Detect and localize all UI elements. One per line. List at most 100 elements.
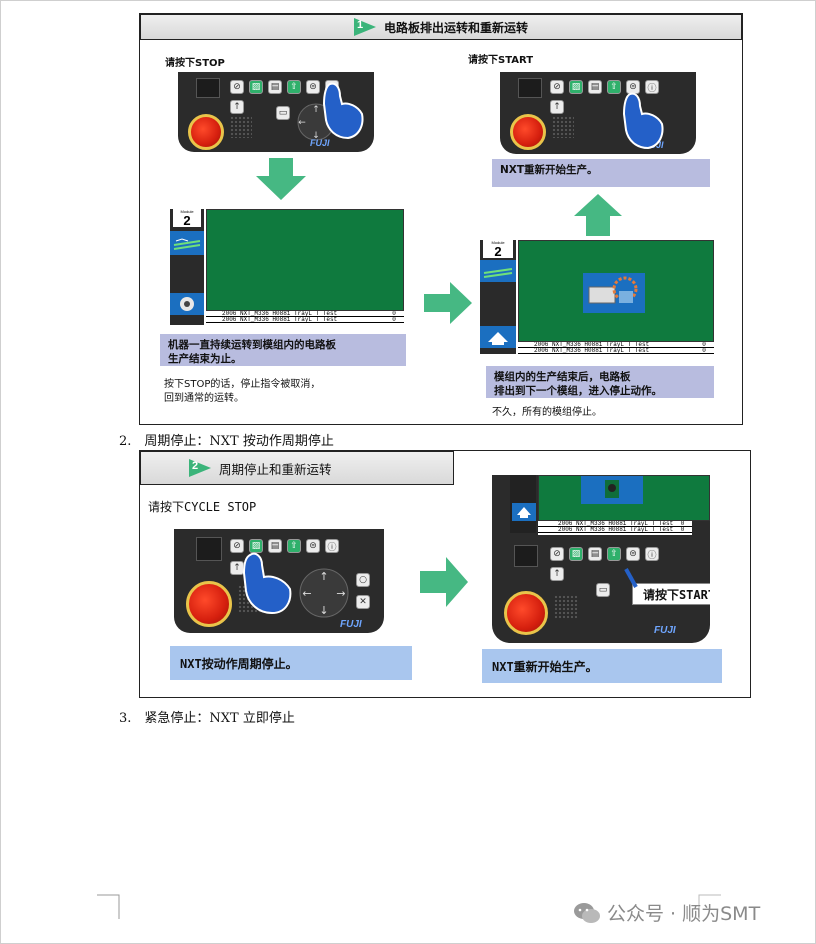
panel-display (514, 545, 538, 567)
pointing-hand-icon (622, 92, 664, 150)
watermark: 公众号 · 顺为SMT (573, 899, 760, 926)
circle-button[interactable]: ○ (356, 573, 370, 587)
section-3-heading: 3. 紧急停止：NXT 立即停止 (119, 711, 295, 726)
board-exit-tile (512, 503, 536, 521)
dpad-icon[interactable]: ↑ ↓ ← → (298, 567, 350, 619)
start-button[interactable]: ⇧ (287, 539, 301, 553)
emergency-stop-button[interactable] (188, 114, 224, 150)
status-tile (581, 476, 643, 504)
board-exit-tile (480, 326, 516, 348)
stop-button[interactable]: ⊜ (306, 80, 320, 94)
right-note-box: 模组内的生产结束后，电路板 排出到下一个模组，进入停止动作。 (486, 366, 714, 398)
figure-2-cycle-stop: 2 周期停止和重新运转 请按下CYCLE STOP ⊘ ▨ ▤ ⇧ ⊜ ⓘ ↑ … (139, 450, 751, 698)
wechat-icon (574, 902, 600, 923)
emergency-stop-button[interactable] (504, 591, 548, 635)
monitor-screen-left (206, 209, 404, 311)
up-arrow-button[interactable]: ↑ (550, 100, 564, 114)
pointing-hand-icon (322, 82, 364, 140)
start-button[interactable]: ⇧ (607, 80, 621, 94)
watermark-text: 公众号 · 顺为SMT (607, 903, 761, 925)
speaker-grille (552, 116, 574, 138)
emergency-stop-button[interactable] (510, 114, 546, 150)
section-2-heading: 2. 周期停止：NXT 按动作周期停止 (119, 434, 334, 449)
control-panel-left: ⊘ ▨ ▤ ⇧ ⊜ ⓘ ↑ ▭ ↑ ↓ ← → FUJI (178, 72, 374, 152)
svg-text:←: ← (302, 587, 311, 600)
stop-button[interactable]: ⊜ (626, 547, 640, 561)
cycle-stop-note-box: NXT按动作周期停止。 (170, 646, 412, 680)
monitor-screen-right (518, 240, 714, 342)
monitor-screen (538, 475, 710, 521)
device-button[interactable]: ⓘ (645, 80, 659, 94)
device-button[interactable]: ⓘ (645, 547, 659, 561)
fuji-logo: FUJI (310, 138, 330, 148)
svg-text:↓: ↓ (319, 604, 328, 617)
cycle-stop-button[interactable]: ⊘ (550, 547, 564, 561)
down-arrow-icon (256, 158, 306, 200)
panel-display (196, 78, 220, 98)
fuji-logo: FUJI (340, 619, 362, 630)
start-instruction: 请按下START (468, 55, 534, 66)
stop-explanation-1: 按下STOP的话，停止指令被取消， (164, 379, 321, 390)
speaker-grille (230, 116, 252, 138)
teach-button[interactable]: ▨ (569, 547, 583, 561)
start-callout: 请按下START (632, 583, 710, 605)
control-panel-cycle: ⊘ ▨ ▤ ⇧ ⊜ ⓘ ↑ ↑ ↓ ← → ○ ✕ FUJI (174, 529, 384, 633)
cresit-button[interactable]: ▤ (268, 80, 282, 94)
page-corner-mark (97, 894, 120, 919)
up-arrow-button[interactable]: ↑ (230, 100, 244, 114)
panel-display (196, 537, 222, 561)
emergency-stop-button[interactable] (186, 581, 232, 627)
up-arrow-button[interactable]: ↑ (550, 567, 564, 581)
figure-1-board-discharge: 1 电路板排出运转和重新运转 请按下STOP 请按下START ⊘ ▨ ▤ ⇧ … (139, 13, 743, 425)
panel-small-button[interactable]: ▭ (596, 583, 610, 597)
svg-text:↑: ↑ (312, 105, 320, 115)
pointing-hand-icon (242, 552, 292, 615)
cresit-button[interactable]: ▤ (588, 547, 602, 561)
step-2-badge: 2 (189, 459, 211, 477)
cresit-button[interactable]: ▤ (588, 80, 602, 94)
teach-button[interactable]: ▨ (249, 80, 263, 94)
fuji-logo: FUJI (654, 625, 676, 636)
teach-button[interactable]: ▨ (569, 80, 583, 94)
page-corner-mark (698, 894, 721, 919)
right-arrow-icon (420, 557, 468, 607)
cresit-button[interactable]: ▤ (268, 539, 282, 553)
figure-2-title: 周期停止和重新运转 (219, 461, 332, 477)
stop-button[interactable]: ⊜ (306, 539, 320, 553)
step-number: 2 (192, 460, 199, 472)
start-button[interactable]: ⇧ (287, 80, 301, 94)
cancel-button[interactable]: ✕ (356, 595, 370, 609)
panel-display (518, 78, 542, 98)
device-button[interactable]: ⓘ (325, 539, 339, 553)
cycle-stop-button[interactable]: ⊘ (230, 539, 244, 553)
step-1-badge: 1 (353, 18, 376, 36)
restart-note-box: NXT重新开始生产。 (492, 159, 710, 187)
svg-text:↓: ↓ (312, 131, 320, 141)
speaker-grille (554, 595, 578, 619)
conveyor-tile (170, 231, 204, 255)
panel-small-button[interactable]: ▭ (276, 106, 290, 120)
board-transfer-icon (588, 276, 638, 304)
right-footer: 不久，所有的模组停止。 (492, 407, 602, 418)
monitor-sidebar (510, 475, 536, 533)
svg-text:←: ← (298, 118, 306, 128)
cycle-stop-button[interactable]: ⊘ (230, 80, 244, 94)
svg-text:↑: ↑ (319, 570, 328, 583)
stop-status-tile (170, 293, 204, 315)
cycle-stop-button[interactable]: ⊘ (550, 80, 564, 94)
teach-button[interactable]: ▨ (249, 539, 263, 553)
start-button[interactable]: ⇧ (607, 547, 621, 561)
